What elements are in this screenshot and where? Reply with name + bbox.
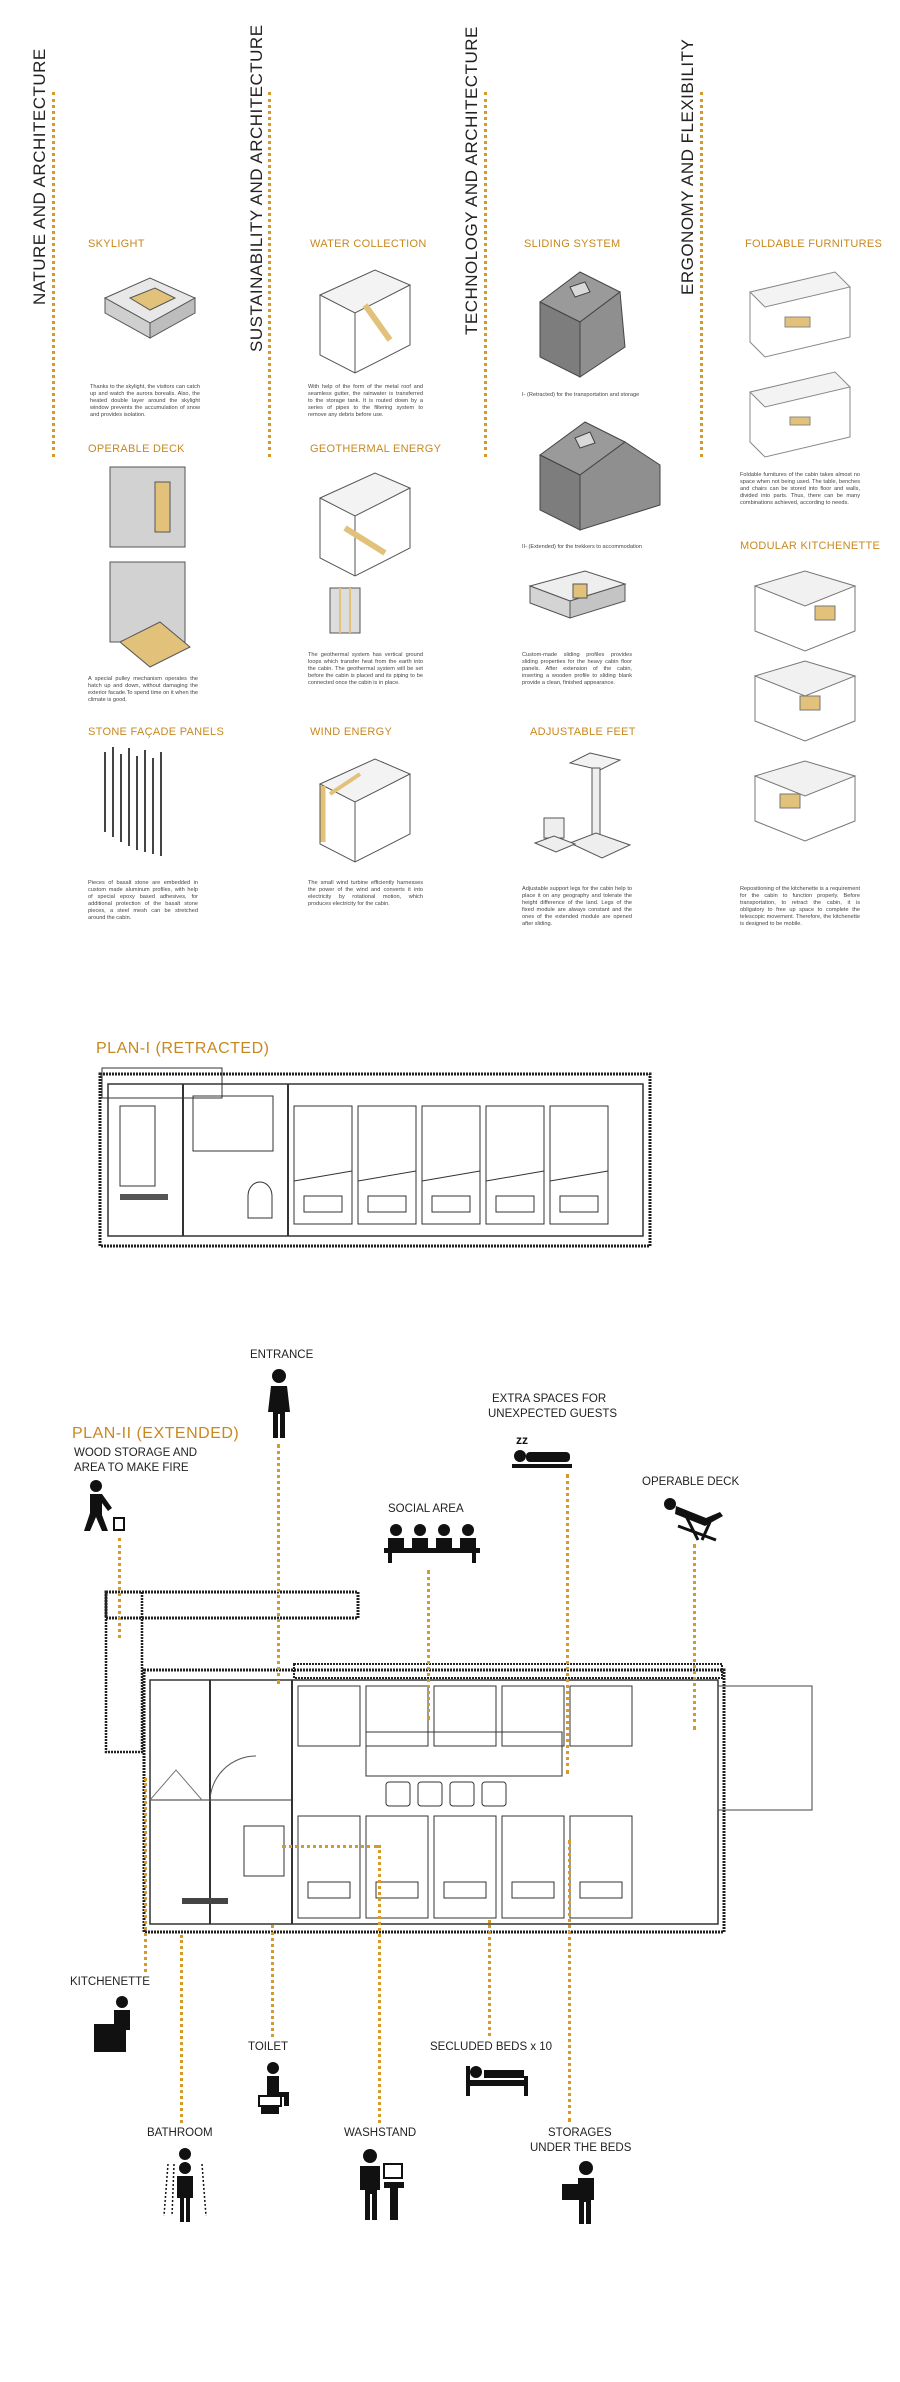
toilet-person-icon: [258, 2062, 289, 2114]
plan2-drawing: [104, 1590, 813, 1934]
water-collection-illustration: [318, 269, 412, 374]
toilet-leader: [271, 1925, 274, 2037]
column-title-sustainability: SUSTAINABILITY AND ARCHITECTURE: [247, 24, 266, 352]
social-area-leader: [427, 1570, 430, 1720]
column-divider: [700, 92, 703, 457]
foldable-desc: Foldable furnitures of the cabin takes a…: [740, 472, 860, 506]
entrance-person-icon: [268, 1369, 290, 1438]
wood-storage-label-1: WOOD STORAGE AND: [74, 1447, 198, 1459]
operable-deck-title: OPERABLE DECK: [88, 443, 185, 455]
wind-energy-title: WIND ENERGY: [310, 726, 393, 738]
washstand-leader-horizontal: [282, 1845, 378, 1848]
skylight-desc: Thanks to the skylight, the visitors can…: [90, 384, 200, 418]
kitchenette-illustration: [753, 570, 857, 842]
wood-storage-leader: [118, 1538, 121, 1638]
secluded-beds-leader: [488, 1920, 491, 2036]
column-title-nature: NATURE AND ARCHITECTURE: [30, 48, 49, 305]
storages-label-1: STORAGES: [548, 2127, 612, 2139]
kitchenette-leader: [144, 1778, 147, 1972]
operable-deck-label: OPERABLE DECK: [642, 1476, 740, 1488]
storages-label-2: UNDER THE BEDS: [530, 2142, 632, 2154]
operable-deck-leader: [693, 1544, 696, 1730]
foldable-illustration: [749, 271, 851, 458]
sliding-profile-illustration: [528, 570, 627, 619]
geothermal-desc: The geothermal system has vertical groun…: [308, 652, 423, 686]
column-title-technology: TECHNOLOGY AND ARCHITECTURE: [462, 26, 481, 335]
adjustable-feet-desc: Adjustable support legs for the cabin he…: [522, 886, 632, 927]
stone-facade-illustration: [104, 747, 162, 856]
sliding-desc: Custom-made sliding profiles provides sl…: [522, 652, 632, 686]
shower-person-icon: [163, 2148, 207, 2222]
adjustable-feet-title: ADJUSTABLE FEET: [530, 726, 636, 738]
sliding-caption-extended: II- (Extended) for the trekkers to accom…: [522, 544, 643, 550]
adjustable-feet-illustration: [533, 752, 632, 859]
column-title-ergonomy: ERGONOMY AND FLEXIBILITY: [678, 38, 697, 295]
plan2-title: PLAN-II (EXTENDED): [72, 1425, 240, 1442]
sliding-extended-illustration: [539, 421, 661, 531]
skylight-title: SKYLIGHT: [88, 238, 145, 250]
sleeping-person-icon: zz: [512, 1433, 572, 1468]
geothermal-title: GEOTHERMAL ENERGY: [310, 443, 442, 455]
column-divider: [52, 92, 55, 457]
secluded-beds-label: SECLUDED BEDS x 10: [430, 2041, 553, 2053]
bathroom-label: BATHROOM: [147, 2127, 213, 2139]
storage-person-icon: [562, 2161, 594, 2224]
extra-spaces-leader: [566, 1474, 569, 1774]
geothermal-illustration: [318, 472, 412, 634]
stone-facade-title: STONE FAÇADE PANELS: [88, 726, 225, 738]
storages-leader: [568, 1840, 571, 2122]
social-area-label: SOCIAL AREA: [388, 1503, 464, 1515]
kitchenette-person-icon: [94, 1996, 130, 2052]
svg-text:zz: zz: [516, 1433, 528, 1447]
bathroom-leader: [180, 1935, 183, 2123]
sliding-retracted-illustration: [539, 271, 626, 378]
washstand-label: WASHSTAND: [344, 2127, 417, 2139]
kitchenette-desc: Repositioning of the kitchenette is a re…: [740, 886, 860, 927]
column-divider: [484, 92, 487, 457]
entrance-label: ENTRANCE: [250, 1349, 314, 1361]
wind-energy-illustration: [318, 758, 412, 863]
extra-spaces-label-1: EXTRA SPACES FOR: [492, 1393, 607, 1405]
deck-lounging-person-icon: [664, 1498, 723, 1542]
skylight-illustration: [103, 277, 197, 339]
column-divider: [268, 92, 271, 457]
wind-energy-desc: The small wind turbine efficiently harne…: [308, 880, 423, 907]
operable-deck-illustration: [109, 466, 191, 668]
operable-deck-desc: A special pulley mechanism operates the …: [88, 676, 198, 703]
toilet-label: TOILET: [248, 2041, 289, 2053]
plan1-title: PLAN-I (RETRACTED): [96, 1040, 270, 1057]
water-collection-title: WATER COLLECTION: [310, 238, 427, 250]
extra-spaces-label-2: UNEXPECTED GUESTS: [488, 1408, 618, 1420]
wood-storage-label-2: AREA TO MAKE FIRE: [74, 1462, 189, 1474]
washstand-person-icon: [360, 2149, 404, 2220]
entrance-leader: [277, 1444, 280, 1684]
wood-fire-person-icon: [84, 1480, 125, 1531]
stone-facade-desc: Pieces of basalt stone are embedded in c…: [88, 880, 198, 921]
sliding-caption-retracted: I- (Retracted) for the transportation an…: [522, 392, 640, 398]
plan1-drawing: [98, 1067, 652, 1248]
kitchenette-feature-title: MODULAR KITCHENETTE: [740, 540, 881, 552]
washstand-leader: [378, 1845, 381, 2123]
bed-icon: [466, 2066, 528, 2096]
social-group-icon: [384, 1524, 480, 1563]
water-collection-desc: With help of the form of the metal roof …: [308, 384, 423, 418]
kitchenette-label: KITCHENETTE: [70, 1976, 150, 1988]
sliding-system-title: SLIDING SYSTEM: [524, 238, 621, 250]
foldable-title: FOLDABLE FURNITURES: [745, 238, 883, 250]
